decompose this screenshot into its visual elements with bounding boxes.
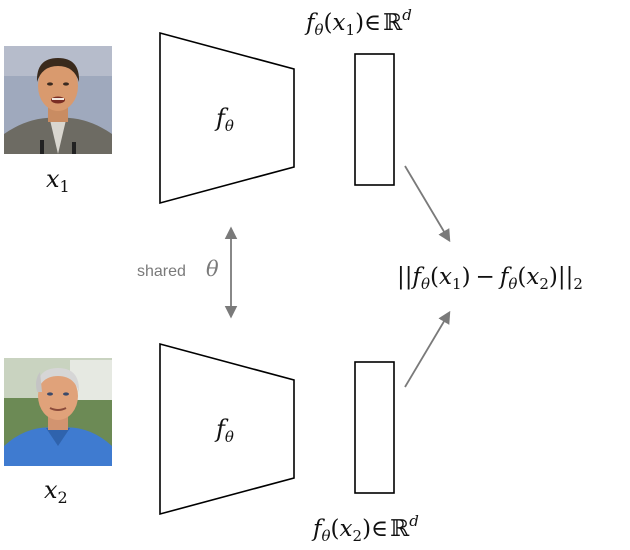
encoder-bottom	[159, 342, 295, 516]
encoder-top	[159, 31, 295, 205]
embedding-vector-top	[354, 53, 395, 186]
arrow-top-to-distance	[404, 165, 451, 243]
input-label-bottom: x2	[44, 476, 68, 507]
shared-label: shared	[137, 263, 186, 280]
arrow-bottom-to-distance	[404, 310, 451, 388]
input-photo-bottom	[4, 358, 112, 466]
input-photo-top	[4, 46, 112, 154]
embedding-label-top: fθ(x1)∈ℝd	[304, 6, 412, 39]
shared-theta: θ	[206, 257, 219, 281]
distance-formula: ||fθ(x1)−fθ(x2)||2	[397, 264, 583, 293]
embedding-label-bottom: fθ(x2)∈ℝd	[311, 512, 419, 545]
embedding-vector-bottom	[354, 361, 395, 494]
input-label-top: x1	[46, 165, 70, 196]
